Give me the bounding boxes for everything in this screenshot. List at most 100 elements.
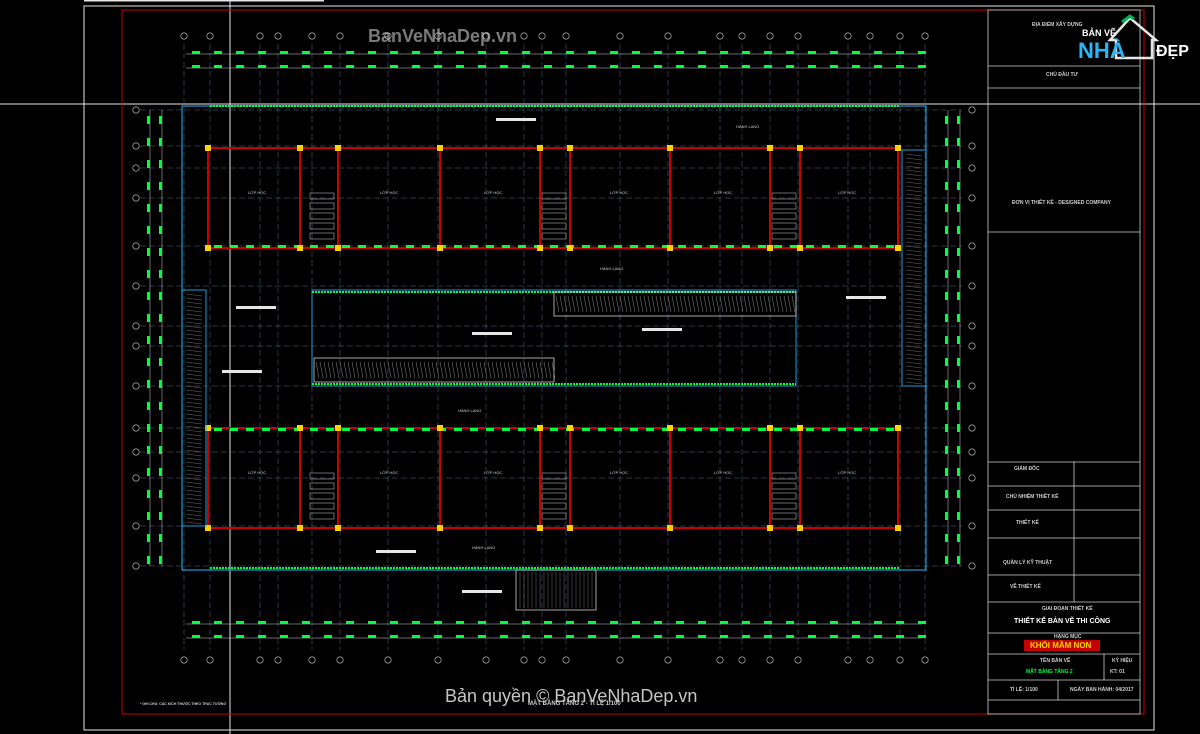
dim-text: [159, 446, 162, 454]
window: [214, 428, 222, 431]
dim-text: [258, 65, 266, 68]
ramp-hatch: [571, 295, 576, 313]
window: [406, 245, 414, 248]
window: [582, 428, 590, 431]
dim-text: [147, 116, 150, 124]
dim-text: [957, 380, 960, 388]
ramp-hatch: [615, 295, 620, 313]
window: [550, 428, 558, 431]
column: [335, 245, 341, 251]
window: [710, 245, 718, 248]
title-block: [987, 9, 1141, 715]
ramp-hatch: [603, 295, 608, 313]
ramp-hatch: [643, 295, 648, 313]
grid-bubble: [968, 342, 976, 350]
window: [230, 428, 238, 431]
ramp-hatch: [407, 361, 412, 379]
column: [797, 525, 803, 531]
ramp-hatch: [185, 493, 203, 497]
ramp-hatch: [611, 295, 616, 313]
dim-text: [945, 270, 948, 278]
dim-text: [302, 51, 310, 54]
window: [822, 245, 830, 248]
ramp-hatch: [715, 295, 720, 313]
ramp-hatch: [905, 365, 923, 369]
ramp-hatch: [905, 349, 923, 353]
dim-text: [808, 51, 816, 54]
room-label-class: LỚP HỌC: [380, 470, 399, 475]
room-label-class: LỚP HỌC: [380, 190, 399, 195]
ramp-hatch: [527, 361, 532, 379]
annotation-tag: [236, 306, 276, 309]
tb-item-bg: [1024, 640, 1100, 651]
ramp-hatch: [905, 321, 923, 325]
grid-bubble: [274, 32, 282, 40]
ramp-hatch: [695, 295, 700, 313]
toilet-stall: [541, 472, 567, 480]
dim-text: [830, 635, 838, 638]
toilet-stall: [771, 502, 797, 510]
dim-text: [957, 160, 960, 168]
dim-text: [945, 160, 948, 168]
ramp-hatch: [905, 205, 923, 209]
ramp-hatch: [347, 361, 352, 379]
ramp-hatch: [905, 317, 923, 321]
dim-text: [610, 621, 618, 624]
logo-dep: ĐẸP: [1156, 43, 1189, 60]
ramp-hatch: [667, 295, 672, 313]
window: [518, 428, 526, 431]
sheet-frame: [83, 0, 1155, 731]
dim-text: [632, 51, 640, 54]
ramp-hatch: [775, 295, 780, 313]
ramp-hatch: [905, 369, 923, 373]
window: [470, 428, 478, 431]
ramp-hatch: [435, 361, 440, 379]
ramp-hatch: [455, 361, 460, 379]
grid-bubble: [538, 656, 546, 664]
ramp-hatch: [327, 361, 332, 379]
ramp-hatch: [185, 321, 203, 325]
ramp-hatch: [905, 173, 923, 177]
window: [678, 245, 686, 248]
tb-sheet: MẶT BẰNG TẦNG 2: [1026, 669, 1073, 675]
toilet-stall: [771, 232, 797, 240]
grid-bubble: [132, 164, 140, 172]
ramp-hatch: [905, 293, 923, 297]
dim-text: [852, 51, 860, 54]
toilet-stall: [541, 232, 567, 240]
dim-text: [147, 248, 150, 256]
dim-text: [632, 635, 640, 638]
dim-text: [957, 336, 960, 344]
dim-text: [945, 138, 948, 146]
ramp-hatch: [185, 353, 203, 357]
dim-text: [654, 635, 662, 638]
ramp-hatch: [905, 329, 923, 333]
ramp-hatch: [905, 221, 923, 225]
ramp-hatch: [635, 295, 640, 313]
column: [567, 425, 573, 431]
dim-text: [478, 621, 486, 624]
ramp-hatch: [323, 361, 328, 379]
ramp-hatch: [185, 437, 203, 441]
ramp-hatch: [185, 361, 203, 365]
ramp-hatch: [905, 177, 923, 181]
dim-text: [412, 621, 420, 624]
window: [406, 428, 414, 431]
ramp-hatch: [185, 393, 203, 397]
window: [278, 428, 286, 431]
dim-text: [945, 314, 948, 322]
dim-text: [280, 621, 288, 624]
ramp-hatch: [419, 361, 424, 379]
toilet-stall: [309, 512, 335, 520]
floor-plan[interactable]: [132, 32, 976, 664]
dim-text: [346, 621, 354, 624]
dim-text: [764, 51, 772, 54]
ramp-hatch: [905, 301, 923, 305]
grid-bubble: [308, 32, 316, 40]
grid-bubble: [968, 448, 976, 456]
dim-text: [566, 51, 574, 54]
ramp-hatch: [531, 361, 536, 379]
dim-text: [500, 635, 508, 638]
grid-bubble: [664, 32, 672, 40]
